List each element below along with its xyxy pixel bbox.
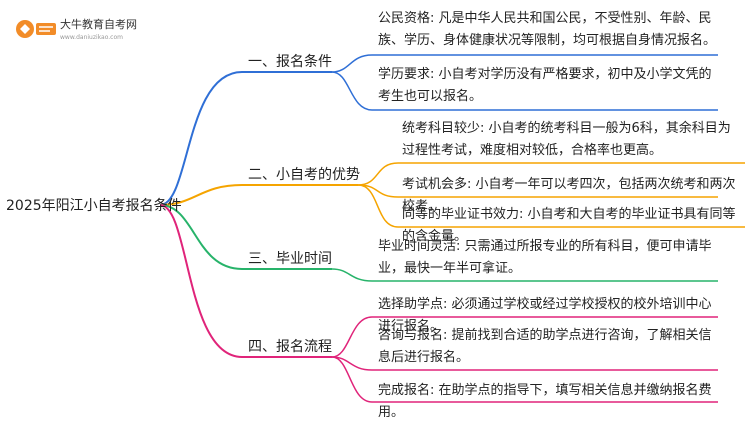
branch-label-registration-conditions: 一、报名条件 bbox=[248, 54, 332, 70]
leaf-more-exam-opportunities: 考试机会多: 小自考一年可以考四次，包括两次统考和两次校考。 bbox=[402, 177, 736, 214]
leaf-citizenship: 公民资格: 凡是中华人民共和国公民，不受性别、年龄、民族、学历、身体健康状况等限… bbox=[378, 11, 717, 48]
link-root-branch-4 bbox=[159, 204, 243, 358]
link-root-branch-1 bbox=[159, 71, 243, 206]
link-b2-leaf-1 bbox=[357, 162, 399, 186]
leaf-complete-registration: 完成报名: 在助学点的指导下，填写相关信息并缴纳报名费用。 bbox=[378, 383, 712, 420]
leaf-fewer-unified-exams: 统考科目较少: 小自考的统考科目一般为6科，其余科目为过程性考试，难度相对较低，… bbox=[402, 121, 731, 158]
link-b2-leaf-3 bbox=[357, 184, 399, 228]
link-b4-leaf-1 bbox=[331, 316, 373, 358]
brand-logo bbox=[15, 18, 59, 40]
brand-name: 大牛教育自考网 bbox=[60, 18, 137, 31]
branch-label-advantages: 二、小自考的优势 bbox=[248, 167, 360, 183]
link-root-branch-2 bbox=[159, 184, 243, 206]
link-b4-leaf-3 bbox=[331, 356, 373, 403]
branch-label-graduation-time: 三、毕业时间 bbox=[248, 251, 332, 267]
leaf-equal-certificate: 同等的毕业证书效力: 小自考和大自考的毕业证书具有同等的含金量。 bbox=[402, 207, 736, 244]
leaf-consult-and-register: 咨询与报名: 提前找到合适的助学点进行咨询，了解相关信息后进行报名。 bbox=[378, 328, 712, 365]
link-root-branch-3 bbox=[159, 204, 243, 270]
root-node: 2025年阳江小自考报名条件 bbox=[6, 198, 182, 214]
mindmap-links bbox=[159, 54, 745, 403]
leaf-choose-study-center: 选择助学点: 必须通过学校或经过学校授权的校外培训中心进行报名。 bbox=[378, 297, 712, 334]
leaf-education-requirement: 学历要求: 小自考对学历没有严格要求，初中及小学文凭的考生也可以报名。 bbox=[378, 67, 712, 104]
link-b1-leaf-1 bbox=[331, 54, 373, 73]
branch-label-registration-process: 四、报名流程 bbox=[248, 339, 332, 355]
link-b3-leaf-1 bbox=[331, 268, 373, 282]
leaf-flexible-graduation: 毕业时间灵活: 只需通过所报专业的所有科目，便可申请毕业，最快一年半可拿证。 bbox=[378, 239, 712, 276]
link-b1-leaf-2 bbox=[331, 71, 373, 111]
brand-url: www.daniuzikao.com bbox=[60, 34, 123, 41]
